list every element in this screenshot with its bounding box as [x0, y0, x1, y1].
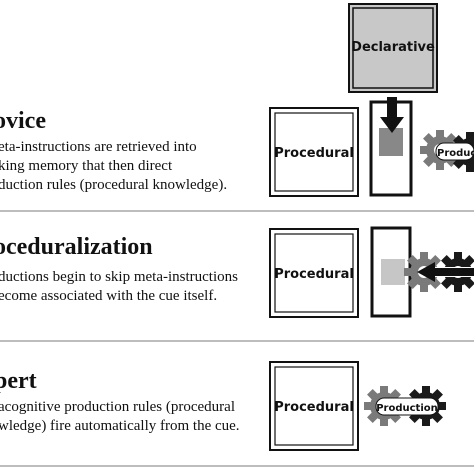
stage-title-expert: pert — [0, 368, 37, 394]
production-pill — [375, 397, 439, 416]
text-line: ductions begin to skip meta-instructions — [0, 269, 238, 285]
stage-text-novice: eta-instructions are retrieved into king… — [0, 138, 227, 195]
declarative-label: Declarative — [351, 40, 435, 55]
stage-divider — [0, 340, 474, 342]
procedural-box-novice: Procedural — [269, 107, 359, 197]
stage-divider — [0, 465, 474, 467]
production-label: Production — [376, 403, 438, 414]
text-line: wledge) fire automatically from the cue. — [0, 418, 240, 434]
procedural-box-inner — [274, 112, 354, 192]
stage-text-expert: acognitive production rules (procedural … — [0, 398, 240, 436]
declarative-box-inner — [352, 7, 434, 89]
stage-text-proceduralization: ductions begin to skip meta-instructions… — [0, 268, 238, 306]
text-line: duction rules (procedural knowledge). — [0, 177, 228, 193]
procedural-box-proceduralization: Procedural — [269, 228, 359, 318]
procedural-box-outer — [269, 228, 359, 318]
meta-instruction-square — [381, 259, 405, 285]
procedural-label: Procedural — [274, 400, 354, 415]
down-arrow-icon — [380, 97, 404, 133]
text-line: king memory that then direct — [0, 158, 173, 174]
production-pill — [435, 142, 474, 161]
declarative-box-fill — [348, 3, 438, 93]
stage-title-proceduralization: oceduralization — [0, 234, 153, 260]
procedural-label: Procedural — [274, 267, 354, 282]
text-line: acognitive production rules (procedural — [0, 399, 235, 415]
meta-instruction-square — [379, 128, 403, 156]
procedural-label: Procedural — [274, 146, 354, 161]
text-line: ecome associated with the cue itself. — [0, 288, 218, 304]
procedural-box-expert: Procedural — [269, 361, 359, 451]
stage-title-novice: ovice — [0, 108, 46, 134]
left-arrow-icon — [417, 262, 474, 282]
stage-divider — [0, 210, 474, 212]
declarative-box: Declarative — [348, 3, 438, 93]
procedural-box-outer — [269, 361, 359, 451]
procedural-box-outer — [269, 107, 359, 197]
procedural-box-inner — [274, 366, 354, 446]
text-line: eta-instructions are retrieved into — [0, 139, 197, 155]
production-label: Production — [437, 148, 474, 159]
procedural-box-inner — [274, 233, 354, 313]
